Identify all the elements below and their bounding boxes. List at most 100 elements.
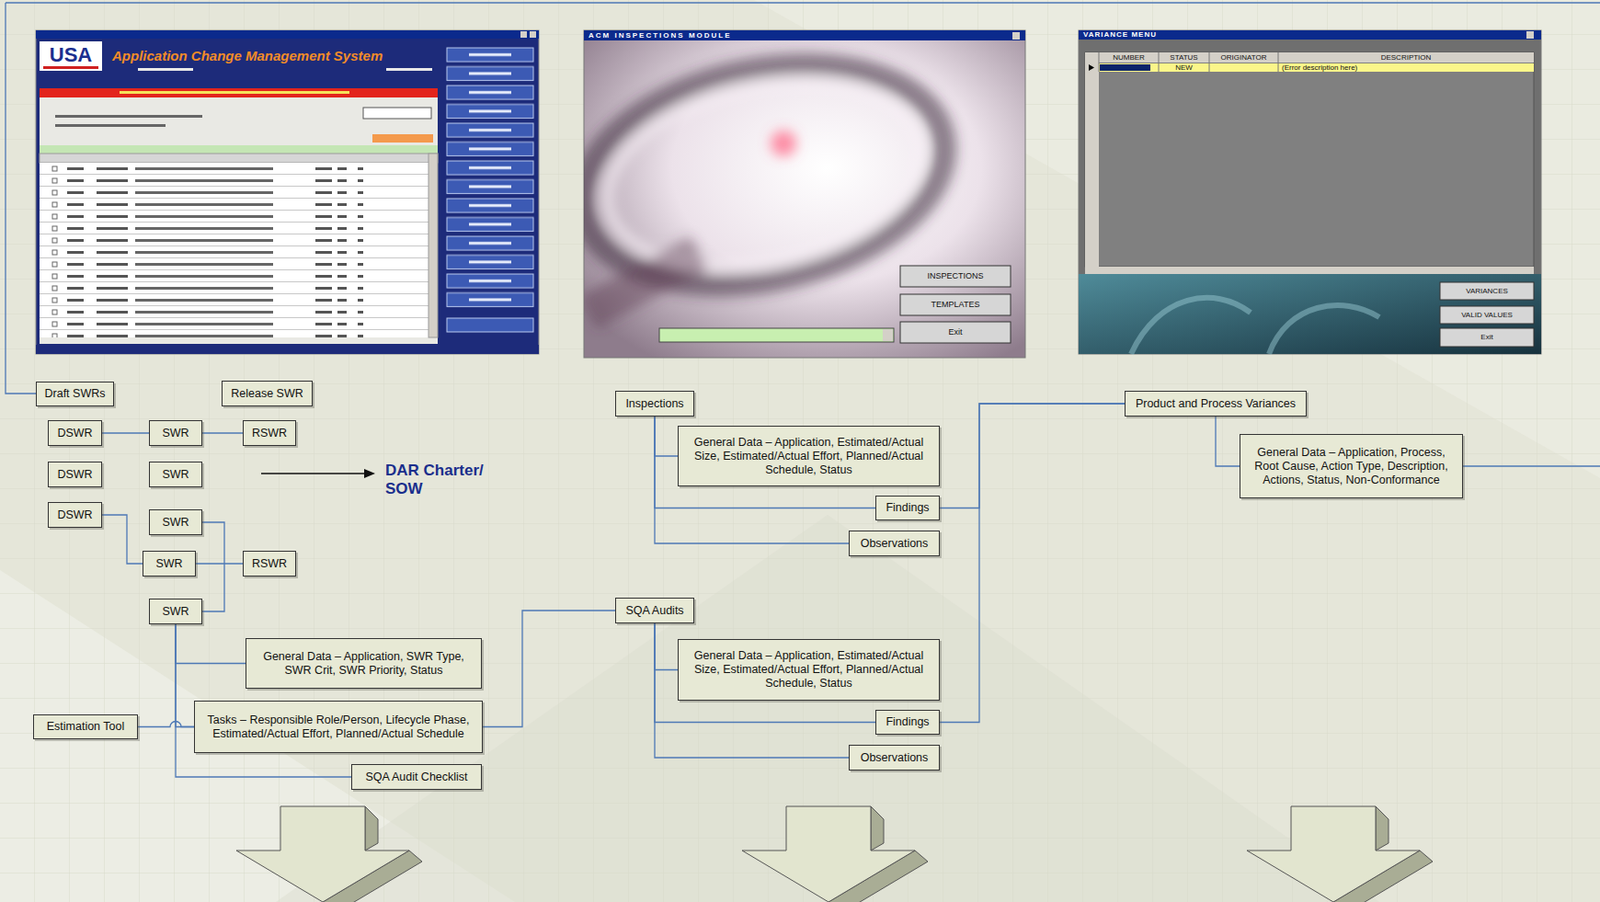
- frame-line: [5, 2, 1600, 394]
- app-button: [1440, 306, 1534, 324]
- app-window: [1078, 30, 1542, 355]
- screen-text: VARIANCES: [1440, 282, 1534, 300]
- data-box: Tasks – Responsible Role/Person, Lifecyc…: [194, 700, 483, 754]
- screen-text: ORIGINATOR: [1209, 52, 1279, 63]
- item-box: SWR: [148, 598, 203, 625]
- item-box: SQA Audits: [615, 597, 695, 624]
- box-text: DSWR: [57, 468, 92, 482]
- down-arrow: [1246, 806, 1420, 902]
- box-text: Inspections: [625, 397, 684, 412]
- info-text: [55, 124, 166, 127]
- item-box: Draft SWRs: [35, 381, 115, 407]
- app-button: [1440, 282, 1534, 300]
- box-text: SWR: [155, 557, 183, 572]
- app-button: [363, 107, 432, 119]
- menu-buttons: [445, 45, 538, 310]
- box-text: Product and Process Variances: [1135, 397, 1296, 412]
- arrow-side: [365, 806, 378, 851]
- logo-box: [39, 41, 103, 71]
- item-box: SWR: [148, 509, 203, 536]
- menu-button: [446, 318, 534, 332]
- box-text: Observations: [860, 751, 929, 766]
- pointer-arrow: [261, 472, 366, 475]
- version-text: [386, 68, 433, 71]
- item-box: Observations: [848, 530, 940, 557]
- screen-text: Exit: [900, 321, 1011, 343]
- callout-text: DAR Charter/ SOW: [385, 461, 505, 500]
- scrollbar: [428, 153, 438, 338]
- status-field: [372, 134, 434, 143]
- down-arrow: [236, 806, 410, 902]
- selected-cell: [1099, 64, 1151, 71]
- connector-line: [654, 623, 678, 671]
- window-button: [1012, 32, 1020, 40]
- column-divider: [1098, 52, 1279, 72]
- connector-line: [482, 610, 616, 728]
- data-box: General Data – Application, Estimated/Ac…: [677, 425, 940, 487]
- connector-line: [939, 403, 1125, 509]
- window-button: [529, 31, 537, 38]
- selected-row: [1098, 63, 1534, 72]
- box-text: Findings: [885, 715, 929, 730]
- box-text: SWR: [161, 515, 189, 530]
- screen-text: Exit: [1440, 328, 1534, 347]
- connector-line: [202, 432, 243, 434]
- status-bar: [35, 344, 539, 355]
- filter-bar: [39, 145, 438, 154]
- screen-text: Application Change Management System: [112, 46, 440, 66]
- title-bar: [35, 30, 539, 39]
- arrow-side: [1375, 806, 1389, 851]
- magnifier-rim: [590, 56, 937, 293]
- box-text: General Data – Application, Estimated/Ac…: [685, 649, 933, 691]
- title-bar: [583, 30, 1026, 41]
- item-box: SWR: [148, 420, 203, 446]
- arrow-head: [364, 468, 376, 479]
- item-box: Product and Process Variances: [1124, 390, 1307, 417]
- app-button: [900, 265, 1011, 287]
- row-pointer: [1088, 64, 1095, 71]
- box-text: Release SWR: [230, 387, 304, 401]
- item-box: RSWR: [242, 550, 297, 577]
- screen-text: ACM INSPECTIONS MODULE: [588, 31, 883, 41]
- screen-text: INSPECTIONS: [900, 265, 1011, 287]
- app-window: [583, 30, 1026, 358]
- box-text: SWR: [161, 468, 189, 482]
- data-box: General Data – Application, SWR Type, SW…: [245, 638, 482, 689]
- scrollbar: [1085, 266, 1534, 275]
- box-text: DSWR: [57, 426, 92, 441]
- down-arrow: [742, 806, 915, 902]
- item-box: Findings: [875, 495, 940, 521]
- screen-text: TEMPLATES: [900, 294, 1011, 316]
- content-area: [39, 97, 438, 344]
- item-box: Findings: [875, 709, 940, 735]
- connector-line: [1215, 416, 1240, 467]
- grid-area: [1085, 52, 1534, 267]
- connector-line: [175, 624, 195, 728]
- connector-line: [202, 522, 225, 612]
- box-text: SWR: [161, 426, 189, 441]
- light-glint: [770, 130, 797, 157]
- frame-line: [1462, 465, 1600, 467]
- item-box: Inspections: [615, 390, 695, 417]
- magnifier-handle: [588, 252, 699, 313]
- screen-text: VALID VALUES: [1440, 306, 1534, 324]
- item-box: SWR: [148, 461, 203, 488]
- screen-text: NEW: [1158, 63, 1210, 72]
- box-text: Draft SWRs: [45, 387, 106, 401]
- data-box: General Data – Application, Process, Roo…: [1239, 434, 1463, 499]
- connector-line: [195, 562, 243, 564]
- screen-text: USA: [39, 43, 103, 68]
- picture-stroke: [1131, 297, 1380, 355]
- box-text: General Data – Application, Estimated/Ac…: [685, 435, 933, 478]
- connector-line: [137, 721, 195, 728]
- combo-button: [882, 329, 893, 342]
- data-box: General Data – Application, Estimated/Ac…: [677, 639, 940, 701]
- connector-line: [939, 403, 1125, 723]
- box-text: General Data – Application, Process, Roo…: [1246, 445, 1456, 488]
- app-button: [1440, 328, 1534, 347]
- box-text: Findings: [885, 501, 929, 515]
- item-box: DSWR: [47, 420, 103, 446]
- info-text: [55, 114, 203, 118]
- window-button: [520, 31, 527, 38]
